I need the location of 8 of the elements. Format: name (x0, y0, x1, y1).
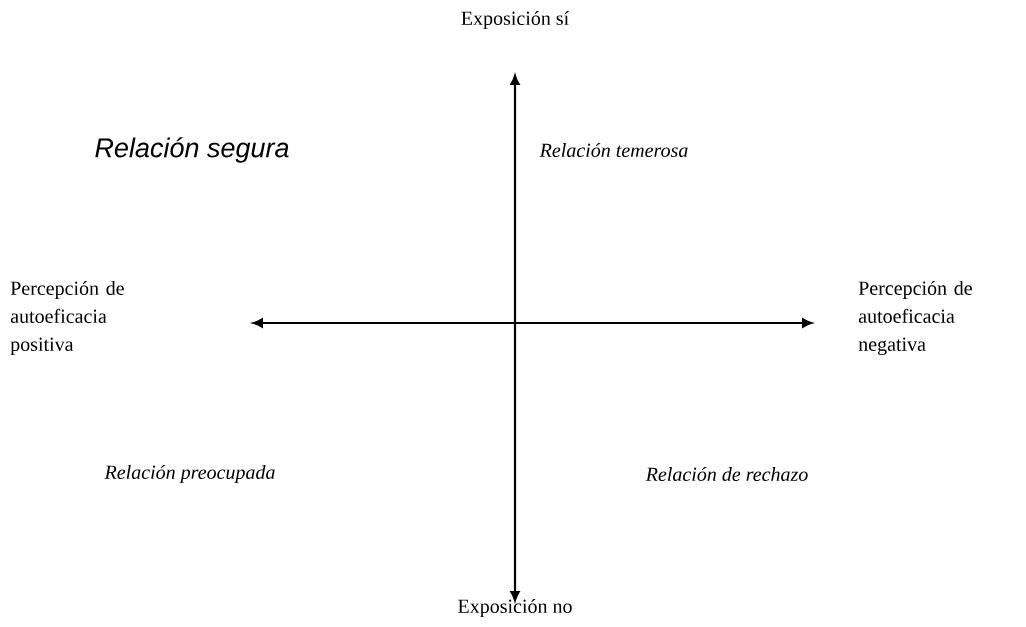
quadrant-label: Relación preocupada (104, 464, 275, 484)
axis-label: Exposición sí (461, 10, 569, 30)
quadrant-label: Relación de rechazo (645, 466, 808, 482)
axis-label: Percepción de autoeficacia negativa (858, 280, 972, 356)
axis-label: Percepción de autoeficacia positiva (10, 280, 124, 356)
axis-label: Exposición no (458, 598, 572, 618)
quadrant-label: Relación segura (95, 137, 289, 163)
quadrant-label: Relación temerosa (539, 142, 688, 158)
